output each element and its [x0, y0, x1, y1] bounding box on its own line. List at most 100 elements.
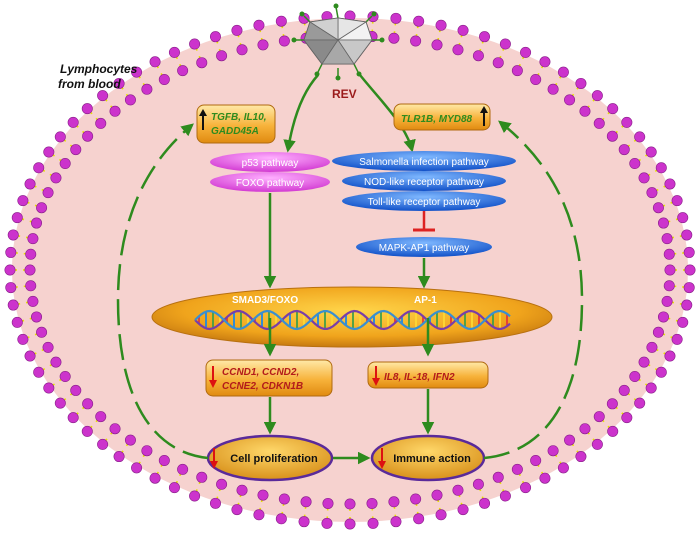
- lipid-head: [54, 397, 66, 409]
- lipid-head: [344, 518, 356, 530]
- lipid-head: [638, 172, 650, 184]
- lipid-head: [17, 333, 29, 345]
- lipid-head: [189, 490, 201, 502]
- lipid-head: [479, 31, 491, 43]
- upregulated-genes-right: TLR1B, MYD88: [393, 103, 491, 131]
- ap1-label: AP-1: [414, 295, 437, 306]
- lipid-head: [520, 46, 532, 58]
- lipid-head: [671, 333, 683, 345]
- lipid-head: [413, 15, 425, 27]
- lipid-head: [231, 504, 243, 516]
- lipid-head: [575, 77, 587, 89]
- lipid-head: [253, 19, 265, 31]
- lipid-head: [189, 38, 201, 50]
- lipid-head: [681, 299, 693, 311]
- lipid-head: [661, 295, 673, 307]
- lipid-head: [82, 130, 94, 142]
- lipid-head: [629, 157, 641, 169]
- downregulated-genes-right: IL8, IL-18, IFN2: [367, 361, 489, 389]
- mapk-ap1-pathway-node: [356, 237, 492, 257]
- lipid-head: [457, 24, 469, 36]
- p53-pathway-node: [210, 152, 330, 172]
- lipid-head: [499, 38, 511, 50]
- upregulated-genes-left: TGFB, IL10, GADD45A: [196, 104, 276, 144]
- lipid-head: [410, 35, 422, 47]
- lipid-head: [36, 202, 48, 214]
- lipid-head: [638, 356, 650, 368]
- lipid-head: [547, 83, 559, 95]
- lipid-head: [645, 382, 657, 394]
- lipid-head: [168, 46, 180, 58]
- up-arrow-icon: [199, 109, 207, 130]
- lipid-head: [42, 341, 54, 353]
- lipid-head: [530, 454, 542, 466]
- lipid-head: [511, 65, 523, 77]
- lipid-head: [457, 504, 469, 516]
- lipid-head: [131, 462, 143, 474]
- lipid-head: [149, 472, 161, 484]
- lipid-head: [231, 24, 243, 36]
- lipid-head: [50, 172, 62, 184]
- virus-icon: [291, 3, 385, 81]
- lipid-head: [557, 66, 569, 78]
- lipid-head: [97, 90, 109, 102]
- lipid-head: [109, 105, 121, 117]
- lipid-head: [677, 316, 689, 328]
- lipid-head: [216, 478, 228, 490]
- lipid-head: [388, 496, 400, 508]
- lipid-head: [5, 282, 17, 294]
- lipid-head: [579, 105, 591, 117]
- down-arrow-icon: [209, 366, 217, 388]
- lipid-head: [31, 311, 43, 323]
- lipid-head: [530, 74, 542, 86]
- lipid-head: [388, 32, 400, 44]
- lipid-head: [366, 497, 378, 509]
- lipid-head: [24, 178, 36, 190]
- upregulated-genes-left-line2: GADD45A: [211, 126, 259, 137]
- upregulated-genes-right-text: TLR1B, MYD88: [401, 114, 473, 125]
- lipid-head: [618, 384, 630, 396]
- lipid-head: [618, 144, 630, 156]
- lipid-head: [579, 423, 591, 435]
- lipid-head: [298, 516, 310, 528]
- lipid-head: [413, 513, 425, 525]
- lipid-head: [607, 103, 619, 115]
- toll-pathway-node: [342, 191, 506, 211]
- mapk-ap1-pathway-label: MAPK-AP1 pathway: [379, 243, 470, 254]
- lipid-head: [657, 311, 669, 323]
- lipid-head: [81, 425, 93, 437]
- lipid-head: [216, 50, 228, 62]
- lipid-head: [634, 397, 646, 409]
- lipid-head: [109, 423, 121, 435]
- lipid-head: [141, 445, 153, 457]
- lipid-head: [492, 57, 504, 69]
- lipid-head: [646, 341, 658, 353]
- cell-proliferation-label: Cell proliferation: [230, 453, 318, 465]
- lipid-head: [344, 498, 356, 510]
- arrow-virus-to-p53: [283, 74, 319, 153]
- lipid-head: [27, 233, 39, 245]
- lipid-head: [547, 445, 559, 457]
- lipid-head: [557, 462, 569, 474]
- lipid-head: [33, 366, 45, 378]
- nod-pathway-label: NOD-like receptor pathway: [364, 177, 484, 188]
- lipid-head: [67, 412, 79, 424]
- lipid-head: [81, 103, 93, 115]
- lipid-head: [652, 326, 664, 338]
- lipid-head: [25, 248, 37, 260]
- downregulated-genes-right-text: IL8, IL-18, IFN2: [384, 372, 455, 383]
- lipid-head: [663, 280, 675, 292]
- lipid-head: [683, 246, 695, 258]
- lipid-head: [236, 484, 248, 496]
- arrow-virus-to-salmonella: [359, 74, 416, 153]
- lipid-head: [97, 438, 109, 450]
- lipid-head: [539, 56, 551, 68]
- lipid-head: [661, 233, 673, 245]
- lipid-head: [43, 146, 55, 158]
- salmonella-pathway-label: Salmonella infection pathway: [359, 157, 489, 168]
- lipid-head: [278, 493, 290, 505]
- lipid-head: [11, 316, 23, 328]
- lipid-head: [113, 77, 125, 89]
- lipid-head: [629, 371, 641, 383]
